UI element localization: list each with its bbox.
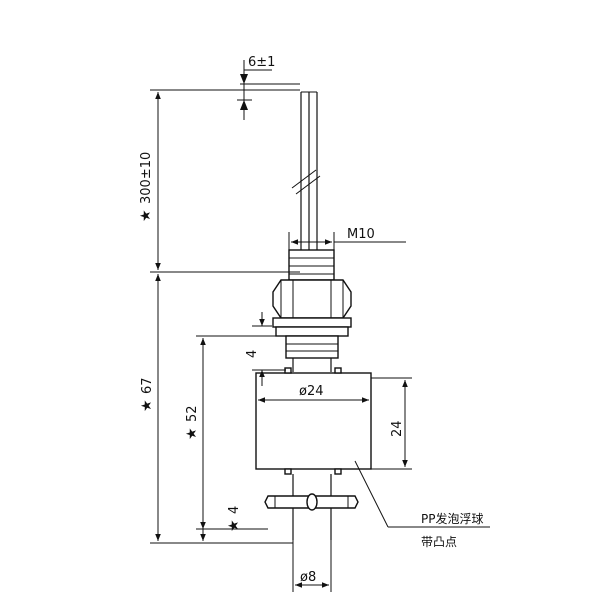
dim-thread: M10 xyxy=(288,227,406,250)
dim-bottom-offset: ★ 4 xyxy=(196,490,268,532)
dim-float-height-label: 24 xyxy=(390,420,405,437)
stop-collar xyxy=(264,474,359,540)
critical-marker-bottom: ★ xyxy=(226,519,242,532)
dim-float-height: 24 xyxy=(371,377,412,470)
dim-float-diameter-label: ø24 xyxy=(299,384,324,399)
dim-stem-diameter-label: ø8 xyxy=(300,570,316,585)
dim-lead-length-label: 300±10 xyxy=(139,152,154,204)
dim-flange-offset-label: 4 xyxy=(245,350,260,358)
dim-thread-label: M10 xyxy=(347,227,375,242)
dim-lead-spacing-label: 6±1 xyxy=(248,55,275,70)
dim-float-diameter: ø24 xyxy=(258,384,369,403)
dim-lead-length: ★ 300±10 xyxy=(138,89,300,273)
material-callout-line2: 带凸点 xyxy=(421,535,457,549)
critical-marker: ★ xyxy=(138,209,154,222)
critical-marker-float: ★ xyxy=(184,427,200,440)
dim-total-length-label: 67 xyxy=(140,377,155,394)
dim-float-position-label: 52 xyxy=(185,405,200,422)
hex-nut xyxy=(272,279,352,319)
critical-marker-total: ★ xyxy=(139,399,155,412)
material-callout: PP发泡浮球 带凸点 xyxy=(354,460,490,549)
dim-bottom-offset-label: 4 xyxy=(227,506,242,514)
dim-flange-offset: 4 xyxy=(245,312,286,386)
washer xyxy=(272,317,352,337)
material-callout-line1: PP发泡浮球 xyxy=(421,511,483,526)
dim-total-length: ★ 67 xyxy=(139,274,293,544)
dim-stem-diameter: ø8 xyxy=(292,540,332,592)
lead-wires xyxy=(291,91,321,262)
thread-stem xyxy=(288,249,335,281)
dim-lead-spacing: 6±1 xyxy=(237,55,300,120)
lower-stem xyxy=(285,335,339,372)
float-body xyxy=(255,367,372,475)
